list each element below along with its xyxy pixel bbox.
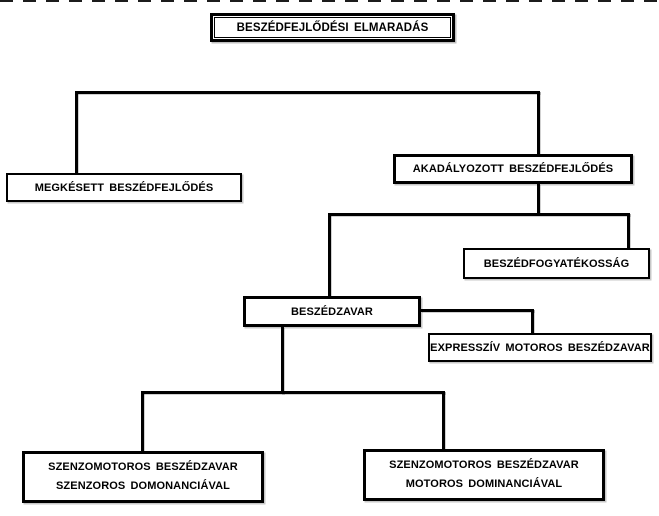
node-szenzomotoros-motoros-dominancia: SZENZOMOTOROS BESZÉDZAVAR MOTOROS DOMINA… — [363, 449, 605, 501]
connector-level2-horizontal — [328, 213, 630, 216]
connector-level1-horizontal — [75, 91, 540, 94]
connector-expressziv-horizontal — [421, 309, 534, 312]
connector-to-megkesett — [75, 91, 78, 173]
node-label-line1: SZENZOMOTOROS BESZÉDZAVAR — [389, 459, 579, 471]
node-expressziv-motoros-beszedzavar: EXPRESSZÍV MOTOROS BESZÉDZAVAR — [428, 333, 652, 362]
node-beszedzavar: BESZÉDZAVAR — [243, 296, 421, 327]
connector-to-beszedzavar — [328, 213, 331, 296]
node-title: BESZÉDFEJLŐDÉSI ELMARADÁS — [210, 13, 455, 42]
node-label-line2: SZENZOROS DOMONANCIÁVAL — [56, 480, 230, 492]
connector-expressziv-down — [531, 309, 534, 333]
connector-to-beszedfogyatekossag — [627, 213, 630, 248]
node-szenzomotoros-szenzoros-dominancia: SZENZOMOTOROS BESZÉDZAVAR SZENZOROS DOMO… — [22, 451, 264, 503]
node-akadalyozott-beszedfejlodes: AKADÁLYOZOTT BESZÉDFEJLŐDÉS — [393, 154, 633, 184]
connector-level3-horizontal — [141, 391, 445, 394]
connector-beszedzavar-down — [281, 327, 284, 394]
node-megkesett-beszedfejlodes: MEGKÉSETT BESZÉDFEJLŐDÉS — [6, 173, 242, 202]
connector-to-akadalyozott — [537, 91, 540, 154]
connector-to-szenzomotoros-szenzoros — [141, 391, 144, 451]
page-boundary-dashed-line — [0, 0, 659, 2]
node-label-line2: MOTOROS DOMINANCIÁVAL — [405, 478, 563, 490]
node-label-line1: SZENZOMOTOROS BESZÉDZAVAR — [48, 461, 238, 473]
node-beszedfogyatekossag: BESZÉDFOGYATÉKOSSÁG — [463, 248, 650, 279]
node-title-label: BESZÉDFEJLŐDÉSI ELMARADÁS — [214, 17, 451, 38]
connector-to-szenzomotoros-motoros — [442, 391, 445, 449]
connector-akadalyozott-down — [537, 184, 540, 215]
